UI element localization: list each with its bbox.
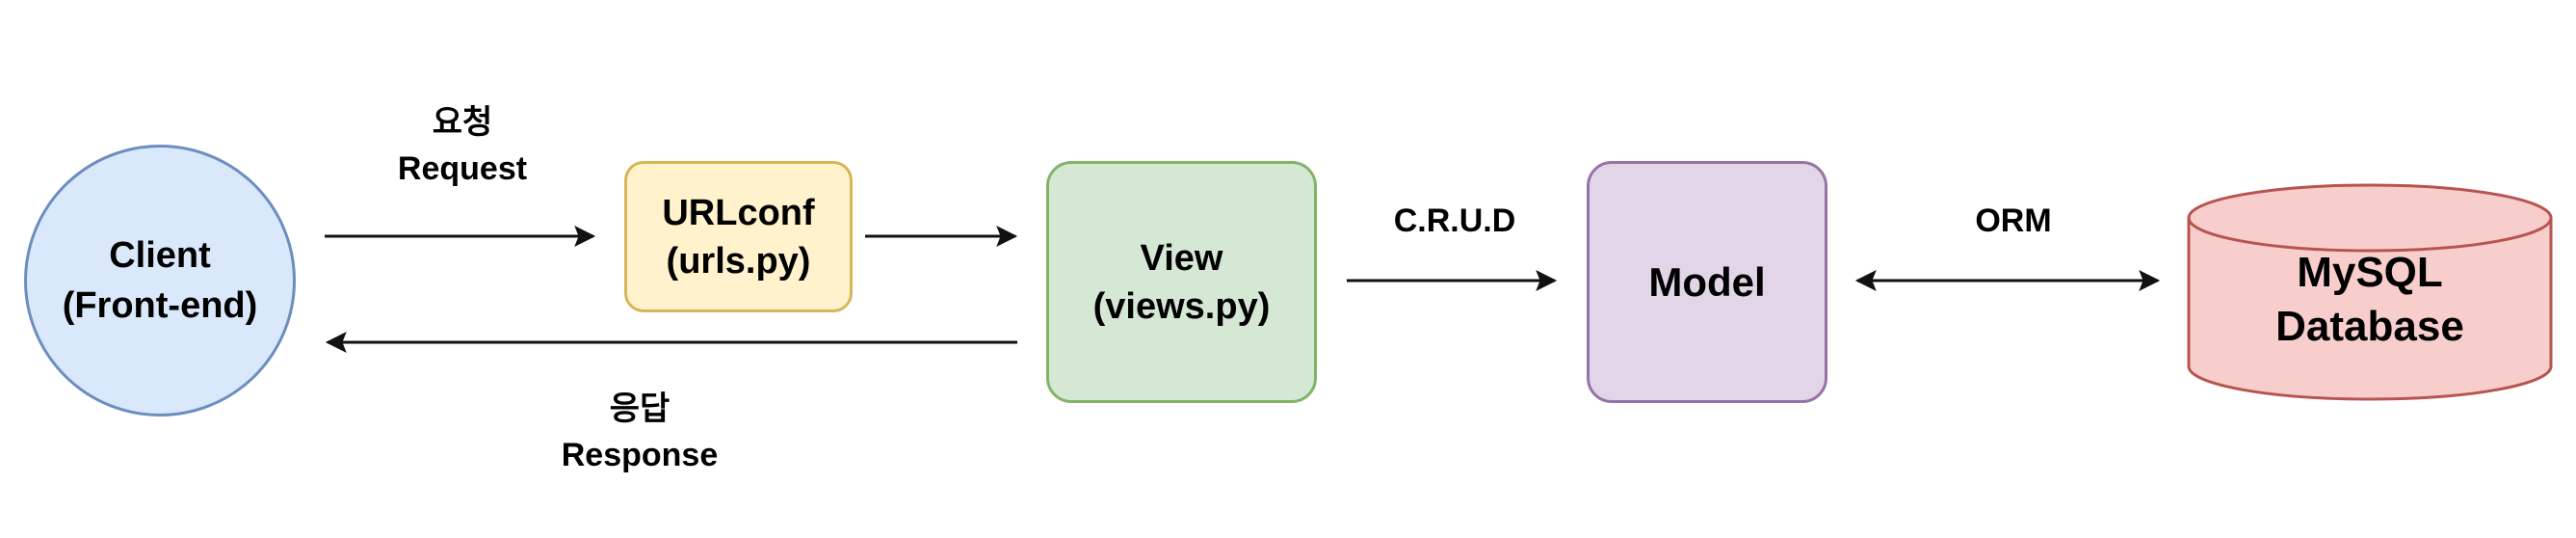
client-node: Client (Front-end) [24,145,296,417]
orm-label: ORM [1975,202,2052,239]
client-title: Client [109,235,211,276]
request-label-korean: 요청 [432,104,493,141]
crud-label: C.R.U.D [1393,202,1516,239]
urlconf-title: URLconf [662,192,815,233]
database-title: MySQL [2297,249,2443,296]
database-cylinder-top [2187,183,2553,253]
response-label-korean: 응답 [609,390,670,427]
urlconf-node: URLconf (urls.py) [624,161,853,312]
client-subtitle: (Front-end) [62,285,258,326]
request-label-english: Request [397,150,528,187]
database-cylinder-body [2187,218,2553,401]
database-node-label: MySQL Database [2189,246,2551,354]
database-subtitle: Database [2275,303,2464,350]
view-node: View (views.py) [1046,161,1317,403]
request-label: 요청 Request [328,99,597,192]
model-title: Model [1648,258,1766,305]
view-subtitle: (views.py) [1092,285,1271,327]
view-title: View [1140,237,1223,279]
urlconf-subtitle: (urls.py) [666,240,811,282]
response-label-english: Response [561,437,719,473]
response-label: 응답 Response [505,386,775,478]
model-node: Model [1587,161,1827,403]
database-cylinder [2187,183,2553,401]
